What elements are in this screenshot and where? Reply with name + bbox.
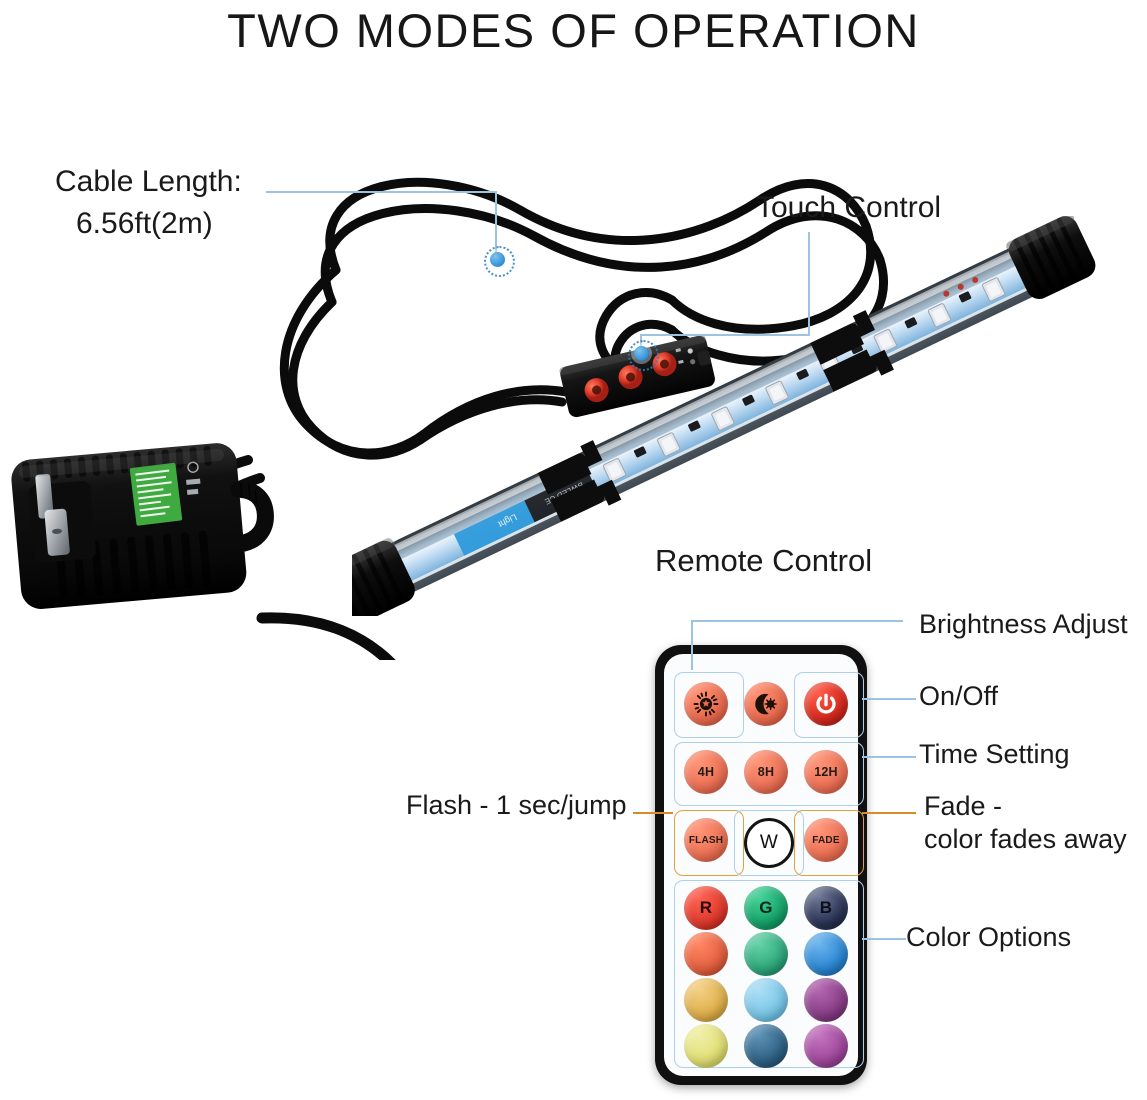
color-green-label: G bbox=[759, 898, 773, 917]
timer-12h-button[interactable]: 12H bbox=[804, 750, 848, 794]
color-purple-button[interactable] bbox=[804, 978, 848, 1022]
page-title: TWO MODES OF OPERATION bbox=[227, 4, 920, 57]
onoff-label: On/Off bbox=[919, 681, 999, 711]
timer-8h-button[interactable]: 8H bbox=[744, 750, 788, 794]
color-blue-button[interactable]: B bbox=[804, 886, 848, 930]
white-button[interactable]: W bbox=[744, 818, 794, 868]
remote-control[interactable]: 4H 8H 12H FLASH W FADE R G B bbox=[655, 645, 867, 1085]
color-options-leader bbox=[862, 938, 906, 940]
dim-button[interactable] bbox=[744, 682, 788, 726]
color-green-button[interactable]: G bbox=[744, 886, 788, 930]
remote-control-heading: Remote Control bbox=[655, 543, 873, 578]
color-skyblue-button[interactable] bbox=[744, 978, 788, 1022]
color-red-button[interactable]: R bbox=[684, 886, 728, 930]
power-icon bbox=[813, 691, 839, 717]
color-red-label: R bbox=[699, 898, 713, 917]
power-button[interactable] bbox=[804, 682, 848, 726]
color-seagreen-button[interactable] bbox=[744, 932, 788, 976]
fade-button[interactable]: FADE bbox=[804, 818, 848, 862]
highlight-brightness bbox=[674, 672, 744, 738]
remote-face: 4H 8H 12H FLASH W FADE R G B bbox=[664, 654, 864, 1076]
time-setting-label: Time Setting bbox=[919, 739, 1070, 769]
touch-control-marker-ring bbox=[628, 340, 659, 371]
brightness-leader-vertical bbox=[691, 620, 693, 670]
touch-control-leader-horizontal bbox=[640, 334, 810, 336]
fade-leader bbox=[862, 812, 916, 814]
timer-8h-label: 8H bbox=[757, 765, 775, 779]
time-setting-leader bbox=[862, 756, 916, 758]
color-azure-button[interactable] bbox=[804, 932, 848, 976]
color-orange-button[interactable] bbox=[684, 932, 728, 976]
brightness-adjust-label: Brightness Adjust bbox=[919, 609, 1128, 639]
cable-length-label-line2: 6.56ft(2m) bbox=[76, 207, 213, 240]
brightness-button[interactable] bbox=[684, 682, 728, 726]
color-blue-label: B bbox=[819, 898, 833, 917]
cable-length-marker-dot bbox=[490, 252, 505, 267]
highlight-fade bbox=[794, 810, 864, 876]
touch-control-leader-vertical bbox=[808, 232, 810, 335]
color-teal-button[interactable] bbox=[744, 1024, 788, 1068]
moon-icon bbox=[753, 691, 779, 717]
flash-button[interactable]: FLASH bbox=[684, 818, 728, 862]
cable-length-label-line1: Cable Length: bbox=[55, 165, 242, 198]
color-options-label: Color Options bbox=[906, 922, 1072, 952]
cable-length-marker-ring bbox=[484, 246, 515, 277]
highlight-onoff bbox=[794, 672, 864, 738]
fade-label: FADE bbox=[812, 834, 840, 846]
timer-12h-label: 12H bbox=[814, 765, 838, 779]
color-amber-button[interactable] bbox=[684, 978, 728, 1022]
color-yellow-button[interactable] bbox=[684, 1024, 728, 1068]
fade-label-line2: color fades away bbox=[924, 824, 1127, 854]
color-magenta-button[interactable] bbox=[804, 1024, 848, 1068]
ac-power-adapter bbox=[8, 432, 274, 622]
highlight-flash bbox=[674, 810, 744, 876]
touch-control-marker-dot bbox=[634, 346, 649, 361]
sun-icon bbox=[693, 691, 719, 717]
brightness-leader-horizontal bbox=[691, 620, 903, 622]
flash-label: FLASH bbox=[688, 834, 724, 846]
timer-4h-label: 4H bbox=[697, 765, 715, 779]
fade-label-line1: Fade - bbox=[924, 791, 1003, 821]
onoff-leader bbox=[862, 698, 916, 700]
flash-leader bbox=[633, 812, 673, 814]
highlight-time bbox=[674, 742, 864, 806]
cable-length-leader-vertical bbox=[495, 191, 497, 259]
cable-length-leader-horizontal bbox=[266, 191, 496, 193]
touch-control-label: Touch Control bbox=[756, 191, 942, 224]
white-label: W bbox=[759, 832, 779, 853]
flash-callout-label: Flash - 1 sec/jump bbox=[406, 790, 627, 820]
highlight-white bbox=[734, 810, 804, 876]
timer-4h-button[interactable]: 4H bbox=[684, 750, 728, 794]
